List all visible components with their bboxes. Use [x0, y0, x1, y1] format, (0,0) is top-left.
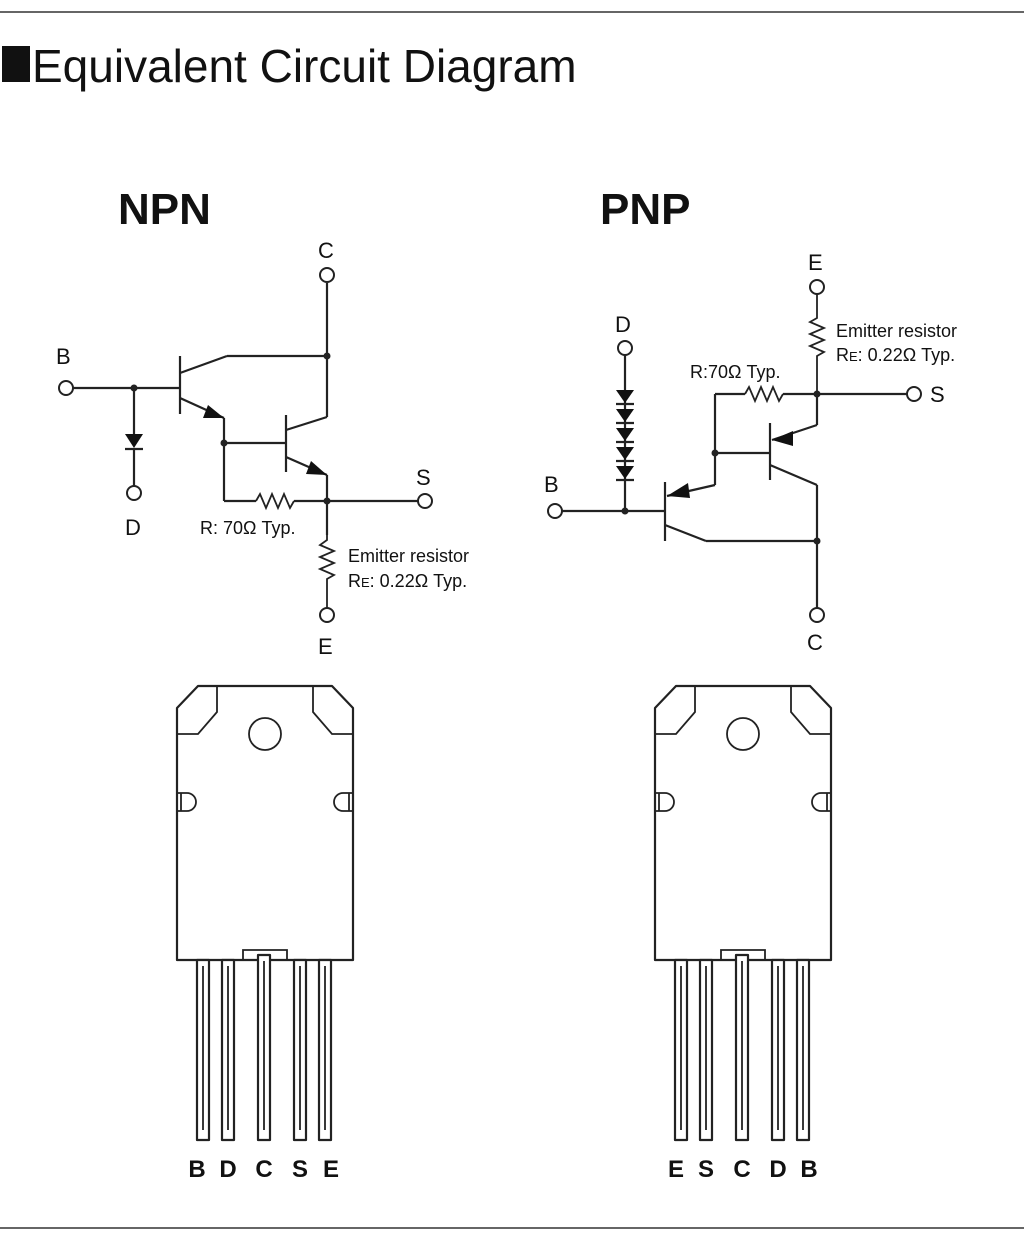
- pnp-terminal-c: [809, 607, 825, 623]
- npn-terminal-c-label: C: [318, 238, 334, 263]
- pnp-heading: PNP: [600, 185, 690, 234]
- npn-terminal-e-label: E: [318, 634, 333, 659]
- pnp-terminal-e: [809, 279, 825, 295]
- pnp-terminal-b: [547, 503, 563, 519]
- npn-emitter-resistor: [317, 535, 337, 608]
- npn-pin-leads: [195, 953, 333, 1142]
- page-title: Equivalent Circuit Diagram: [32, 40, 577, 92]
- pnp-emitter-resistor-value: RE: 0.22Ω Typ.: [836, 345, 955, 365]
- pnp-emitter-resistor: [807, 294, 827, 394]
- pnp-resistor-label: R:70Ω Typ.: [690, 362, 781, 382]
- npn-terminal-d: [126, 485, 142, 501]
- npn-pin-label: S: [292, 1156, 308, 1183]
- title-square-marker: [2, 46, 30, 82]
- pnp-pin-leads: [673, 953, 811, 1142]
- pnp-pin-label: E: [668, 1156, 684, 1183]
- pnp-terminal-d-label: D: [615, 312, 631, 337]
- pnp-terminal-s: [906, 386, 922, 402]
- npn-package: B D C S E: [175, 684, 355, 1183]
- npn-terminal-b-label: B: [56, 344, 71, 369]
- npn-emitter-resistor-label: Emitter resistor: [348, 546, 469, 566]
- pnp-circuit: PNP E D S B C Emitter resistor RE: 0.22Ω…: [544, 185, 957, 655]
- pnp-pin-label: D: [769, 1156, 786, 1183]
- pnp-terminal-e-label: E: [808, 250, 823, 275]
- npn-terminal-e: [319, 607, 335, 623]
- npn-pin-label: C: [255, 1156, 272, 1183]
- npn-pin-label: E: [323, 1156, 339, 1183]
- npn-circuit: NPN C B D S E: [56, 185, 469, 659]
- npn-pin-label: D: [219, 1156, 236, 1183]
- pnp-emitter-resistor-label: Emitter resistor: [836, 321, 957, 341]
- npn-terminal-b: [58, 380, 74, 396]
- pnp-resistor-r: [744, 384, 784, 404]
- npn-heading: NPN: [118, 185, 211, 234]
- pnp-diode-string-icon: [616, 390, 634, 482]
- npn-terminal-c: [319, 267, 335, 283]
- npn-emitter-resistor-value: RE: 0.22Ω Typ.: [348, 571, 467, 591]
- npn-terminal-s-label: S: [416, 465, 431, 490]
- npn-resistor-label: R: 70Ω Typ.: [200, 518, 296, 538]
- pnp-terminal-d: [617, 340, 633, 356]
- pnp-pin-label: S: [698, 1156, 714, 1183]
- pnp-terminal-s-label: S: [930, 382, 945, 407]
- npn-pin-label: B: [188, 1156, 205, 1183]
- npn-mounting-hole: [248, 717, 282, 751]
- npn-terminal-s: [417, 493, 433, 509]
- pnp-terminal-b-label: B: [544, 472, 559, 497]
- pnp-pin-label: C: [733, 1156, 750, 1183]
- pnp-pin-label: B: [800, 1156, 817, 1183]
- npn-terminal-d-label: D: [125, 515, 141, 540]
- pnp-package: E S C D B: [653, 684, 833, 1183]
- npn-resistor-r: [255, 491, 295, 511]
- pnp-terminal-c-label: C: [807, 630, 823, 655]
- npn-diode-icon: [125, 434, 143, 448]
- pnp-mounting-hole: [726, 717, 760, 751]
